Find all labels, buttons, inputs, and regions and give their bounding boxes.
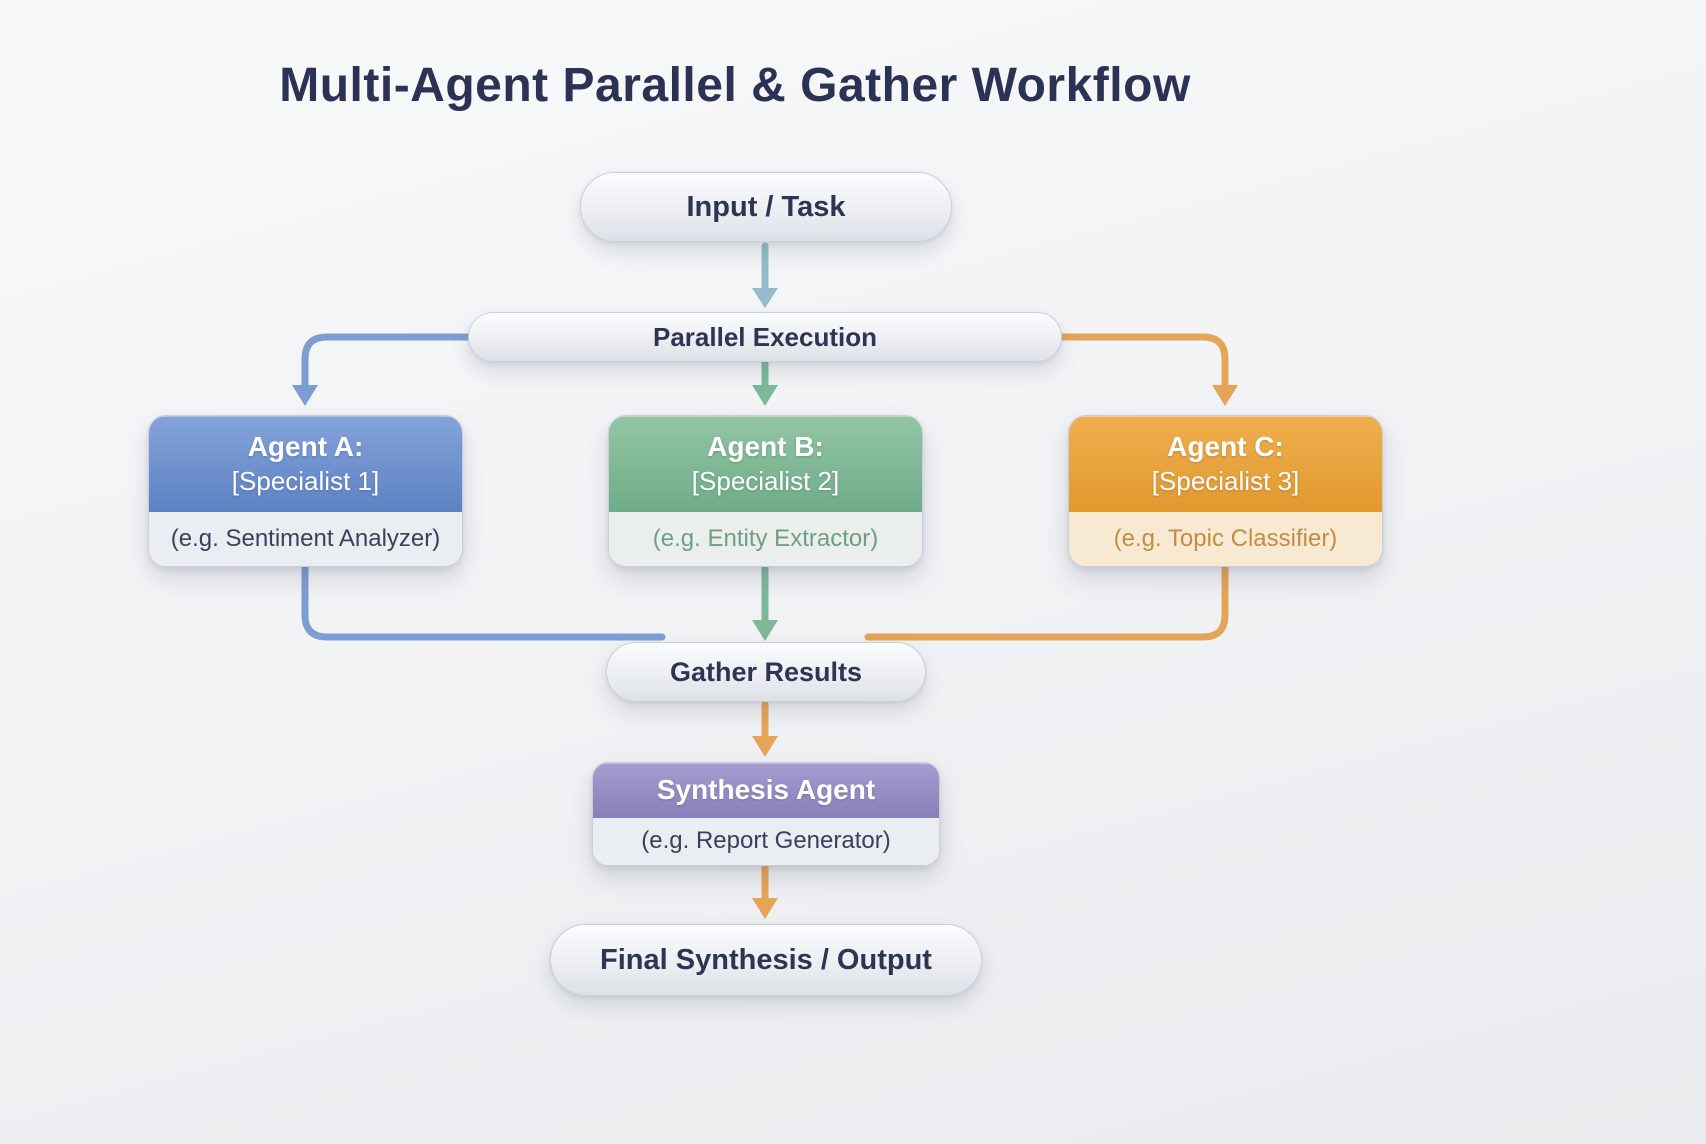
- agent-c-specialist: [Specialist 3]: [1151, 466, 1300, 497]
- node-input-task-label: Input / Task: [686, 190, 846, 223]
- node-parallel-execution: Parallel Execution: [468, 312, 1062, 362]
- edge-parallel-to-agent-a: [301, 333, 472, 391]
- node-synthesis-agent: Synthesis Agent (e.g. Report Generator): [592, 762, 940, 866]
- arrowhead-parallel-to-agent-c: [1212, 385, 1238, 406]
- agent-a-specialist: [Specialist 1]: [231, 466, 380, 497]
- synthesis-agent-header: Synthesis Agent: [593, 763, 939, 818]
- agent-b-header: Agent B: [Specialist 2]: [609, 416, 922, 513]
- node-final-output-label: Final Synthesis / Output: [600, 943, 932, 976]
- agent-c-header: Agent C: [Specialist 3]: [1069, 416, 1382, 513]
- diagram-title: Multi-Agent Parallel & Gather Workflow: [279, 59, 1191, 112]
- node-agent-c: Agent C: [Specialist 3] (e.g. Topic Clas…: [1068, 415, 1383, 567]
- node-agent-a: Agent A: [Specialist 1] (e.g. Sentiment …: [148, 415, 463, 567]
- agent-b-specialist: [Specialist 2]: [691, 466, 840, 497]
- node-gather-results: Gather Results: [606, 642, 926, 702]
- arrowhead-parallel-to-agent-a: [292, 385, 318, 406]
- node-gather-results-label: Gather Results: [669, 656, 863, 687]
- edge-parallel-to-agent-c: [1058, 333, 1229, 391]
- synthesis-agent-example: (e.g. Report Generator): [593, 817, 939, 865]
- agent-a-header: Agent A: [Specialist 1]: [149, 416, 462, 513]
- agent-c-name: Agent C:: [1167, 431, 1284, 463]
- arrowhead-input-to-parallel: [752, 288, 778, 308]
- agent-b-name: Agent B:: [707, 431, 824, 463]
- edge-agent-a-to-gather: [301, 563, 666, 641]
- arrowhead-gather-to-synthesis: [752, 736, 778, 757]
- agent-a-name: Agent A:: [247, 431, 364, 463]
- arrowhead-parallel-to-agent-b: [752, 385, 778, 406]
- node-agent-b: Agent B: [Specialist 2] (e.g. Entity Ext…: [608, 415, 923, 567]
- node-input-task: Input / Task: [580, 172, 952, 242]
- node-final-output: Final Synthesis / Output: [550, 924, 982, 996]
- arrowhead-synthesis-to-output: [752, 898, 778, 919]
- synthesis-agent-name: Synthesis Agent: [656, 774, 876, 806]
- agent-c-example: (e.g. Topic Classifier): [1069, 512, 1382, 566]
- edge-agent-c-to-gather: [864, 563, 1229, 641]
- arrowhead-agent-b-to-gather: [752, 620, 778, 641]
- agent-a-example: (e.g. Sentiment Analyzer): [149, 512, 462, 566]
- node-parallel-execution-label: Parallel Execution: [653, 321, 877, 352]
- agent-b-example: (e.g. Entity Extractor): [609, 512, 922, 566]
